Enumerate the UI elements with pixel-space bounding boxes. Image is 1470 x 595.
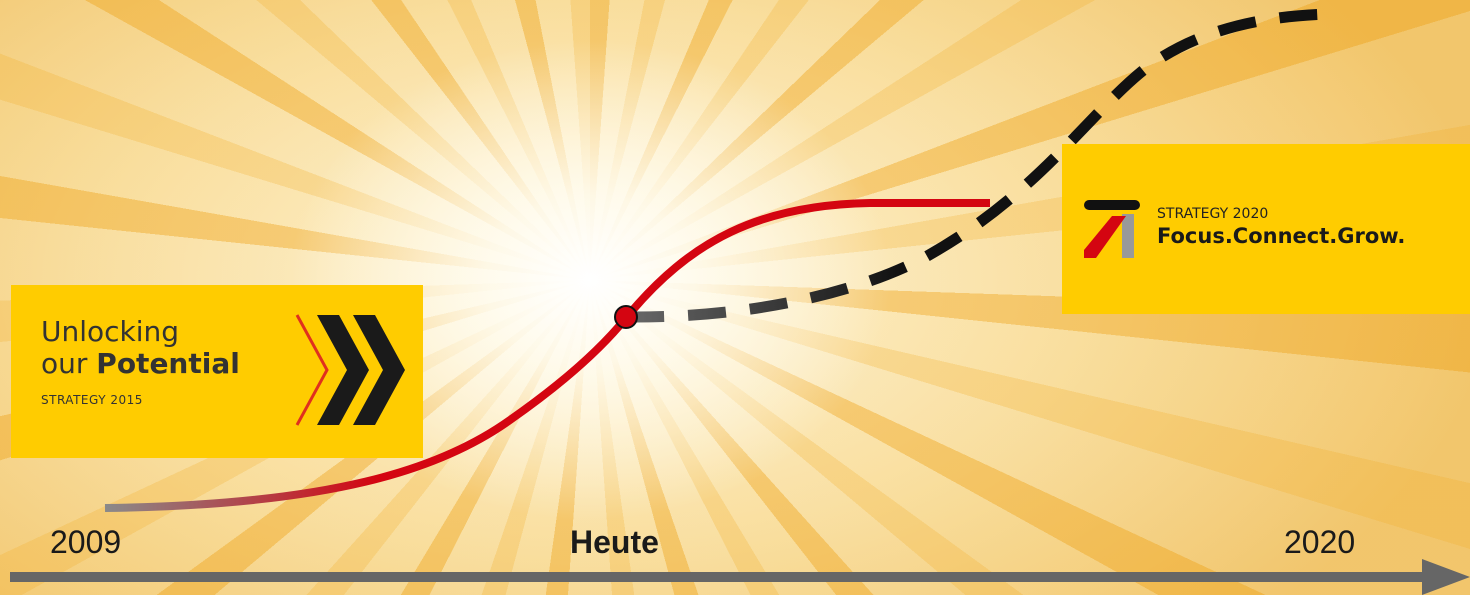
strategy-2020-box: STRATEGY 2020 Focus.Connect.Grow.	[1062, 144, 1470, 314]
today-marker	[614, 305, 638, 329]
strategy-2015-box: Unlocking our Potential STRATEGY 2015	[11, 285, 423, 458]
timeline-start-label: 2009	[50, 524, 122, 560]
chevrons-icon	[295, 314, 405, 426]
strategy-2015-line2-strong: Potential	[96, 347, 240, 380]
strategy-2020-small-label: STRATEGY 2020	[1157, 206, 1269, 222]
strategy-2020-tagline: Focus.Connect.Grow.	[1157, 224, 1406, 248]
strategy-2020-curve	[625, 8, 1331, 323]
strategy-2015-subtitle: STRATEGY 2015	[41, 393, 143, 407]
strategy-2020-logo-icon	[1084, 200, 1140, 258]
strategy-2015-line2-prefix: our	[41, 347, 97, 380]
time-axis-arrowhead	[1422, 559, 1470, 595]
strategy-2015-curve	[104, 199, 990, 512]
strategy-2015-line2: our Potential	[41, 347, 240, 380]
strategy-2015-line1: Unlocking	[41, 315, 180, 348]
timeline-end-label: 2020	[1284, 524, 1356, 560]
timeline-today-label: Heute	[570, 524, 659, 560]
